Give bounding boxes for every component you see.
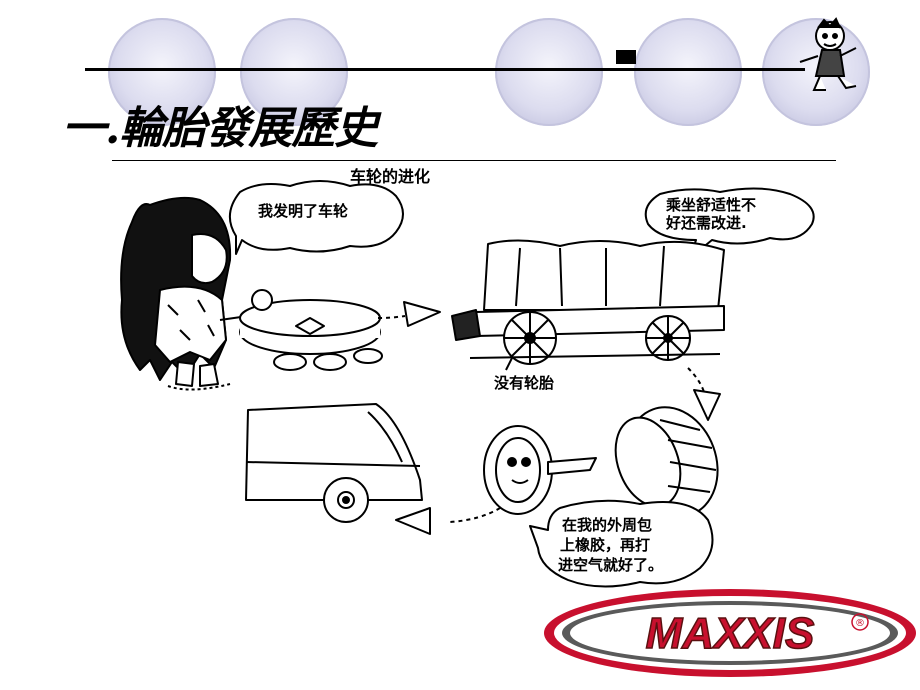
logo-text: MAXXIS — [646, 609, 815, 658]
speech-bubble-tire — [529, 499, 714, 588]
wagon-icon — [451, 239, 725, 371]
header-square — [616, 50, 636, 64]
decor-circle — [634, 18, 742, 126]
caveman-icon — [120, 196, 249, 391]
header-rule — [85, 68, 805, 71]
arrow-icon — [395, 507, 501, 535]
logo-registered: ® — [855, 618, 865, 629]
arrow-icon — [377, 301, 441, 327]
decor-circle — [108, 18, 216, 126]
comic-title: 车轮的进化 — [350, 167, 431, 186]
bubble-wagon-text-2: 好还需改进. — [666, 214, 747, 232]
rim-icon — [483, 425, 597, 515]
comic-rule — [112, 160, 836, 161]
arrow-icon — [687, 367, 721, 421]
speech-bubble-caveman — [229, 180, 404, 255]
speech-bubble-wagon — [644, 187, 815, 259]
bubble-wagon-text-1: 乘坐舒适性不 — [666, 196, 757, 214]
stone-wheel-icon — [239, 289, 383, 371]
car-icon — [245, 403, 423, 523]
bubble-tire-text-2: 上橡胶，再打 — [560, 536, 651, 554]
label-no-tire: 没有轮胎 — [494, 374, 555, 392]
decor-circle — [240, 18, 348, 126]
bubble-caveman-text: 我发明了车轮 — [258, 202, 349, 220]
page-title: 一.輪胎發展歷史 — [62, 103, 378, 154]
bubble-tire-text-3: 进空气就好了。 — [558, 556, 664, 574]
bubble-tire-text-1: 在我的外周包 — [562, 516, 653, 534]
decor-circle — [495, 18, 603, 126]
